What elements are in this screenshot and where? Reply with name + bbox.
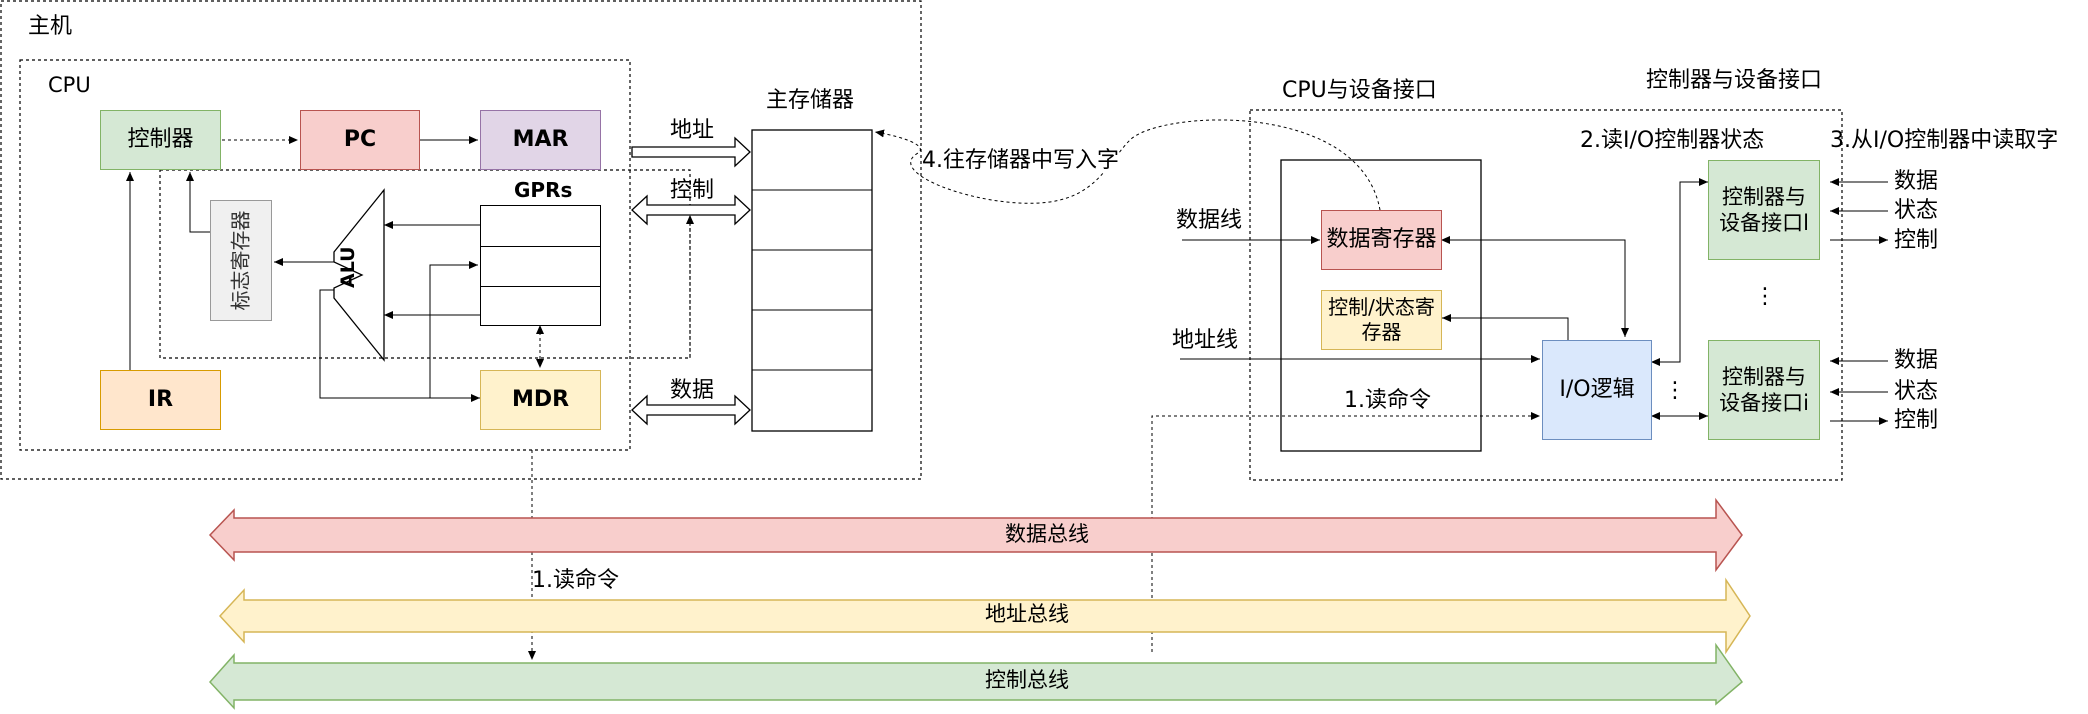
write-word-curve	[874, 119, 1381, 211]
data-register: 数据寄存器	[1321, 210, 1442, 270]
dev1-control-label: 控制	[1894, 228, 1939, 253]
gprs-title: GPRs	[514, 178, 573, 202]
control-arrow-label: 控制	[670, 178, 715, 203]
address-arrow	[631, 136, 751, 168]
devi-control-label: 控制	[1894, 408, 1939, 433]
devi-data-label: 数据	[1894, 348, 1939, 373]
io-ellipsis: ⋮	[1664, 378, 1686, 403]
io-logic-box: I/O逻辑	[1542, 340, 1652, 440]
data-arrow-label: 数据	[670, 378, 715, 403]
ir-register: IR	[100, 370, 221, 430]
address-bus-label: 地址总线	[985, 602, 1069, 626]
data-arrow	[631, 394, 751, 426]
dev1-data-label: 数据	[1894, 169, 1939, 194]
device-interface-title: 控制器与设备接口	[1646, 68, 1823, 93]
cpu-interface-title: CPU与设备接口	[1282, 78, 1437, 103]
control-bus-label: 控制总线	[985, 668, 1069, 692]
data-line-label: 数据线	[1176, 208, 1243, 233]
flags-register: 标志寄存器	[210, 200, 272, 321]
host-title: 主机	[28, 14, 73, 39]
io-read-cmd-label: 1.读命令	[1344, 388, 1431, 413]
mar-register: MAR	[480, 110, 601, 170]
controller-box: 控制器	[100, 110, 221, 170]
device-ellipsis: ⋮	[1754, 284, 1776, 309]
interface-frame	[1249, 109, 1843, 481]
mdr-register: MDR	[480, 370, 601, 430]
read-word-step: 3.从I/O控制器中读取字	[1830, 128, 2059, 153]
flags-to-controller-link	[186, 172, 210, 233]
data-bus-shape	[208, 497, 1743, 573]
gpr-row	[481, 247, 600, 287]
alu-to-gpr2-link	[429, 261, 478, 398]
gprs-register-file	[480, 205, 601, 326]
alu-shape	[333, 188, 385, 362]
control-arrow	[631, 194, 751, 226]
flags-label: 标志寄存器	[228, 210, 253, 311]
address-line-label: 地址线	[1172, 328, 1239, 353]
devi-status-label: 状态	[1894, 379, 1939, 404]
pc-register: PC	[300, 110, 420, 170]
address-bus-shape	[218, 577, 1751, 655]
data-bus-label: 数据总线	[1005, 522, 1089, 546]
device-interface-1: 控制器与设备接口l	[1708, 160, 1820, 260]
gpr-row	[481, 206, 600, 247]
bus-to-io-read-cmd-link	[1151, 412, 1540, 652]
io-to-status-reg-link	[1442, 314, 1569, 340]
io-dev1-link	[1651, 178, 1708, 366]
data-reg-io-link	[1441, 236, 1629, 337]
device-interface-i: 控制器与设备接口i	[1708, 340, 1820, 440]
host-frame	[0, 0, 922, 480]
alu-label: ALU	[337, 246, 359, 288]
address-arrow-label: 地址	[670, 118, 715, 143]
main-memory	[751, 129, 873, 432]
alu-output-link	[319, 289, 480, 402]
bus-read-cmd-label: 1.读命令	[532, 568, 619, 593]
read-status-step: 2.读I/O控制器状态	[1580, 128, 1765, 153]
dev1-status-label: 状态	[1894, 198, 1939, 223]
cpu-frame	[19, 59, 631, 451]
main-memory-title: 主存储器	[766, 88, 855, 113]
cpu-title: CPU	[48, 73, 91, 97]
write-word-note: 4.往存储器中写入字	[922, 148, 1119, 173]
controller-scope-frame	[159, 169, 691, 359]
control-status-register: 控制/状态寄存器	[1321, 290, 1442, 350]
control-bus-shape	[208, 642, 1744, 710]
